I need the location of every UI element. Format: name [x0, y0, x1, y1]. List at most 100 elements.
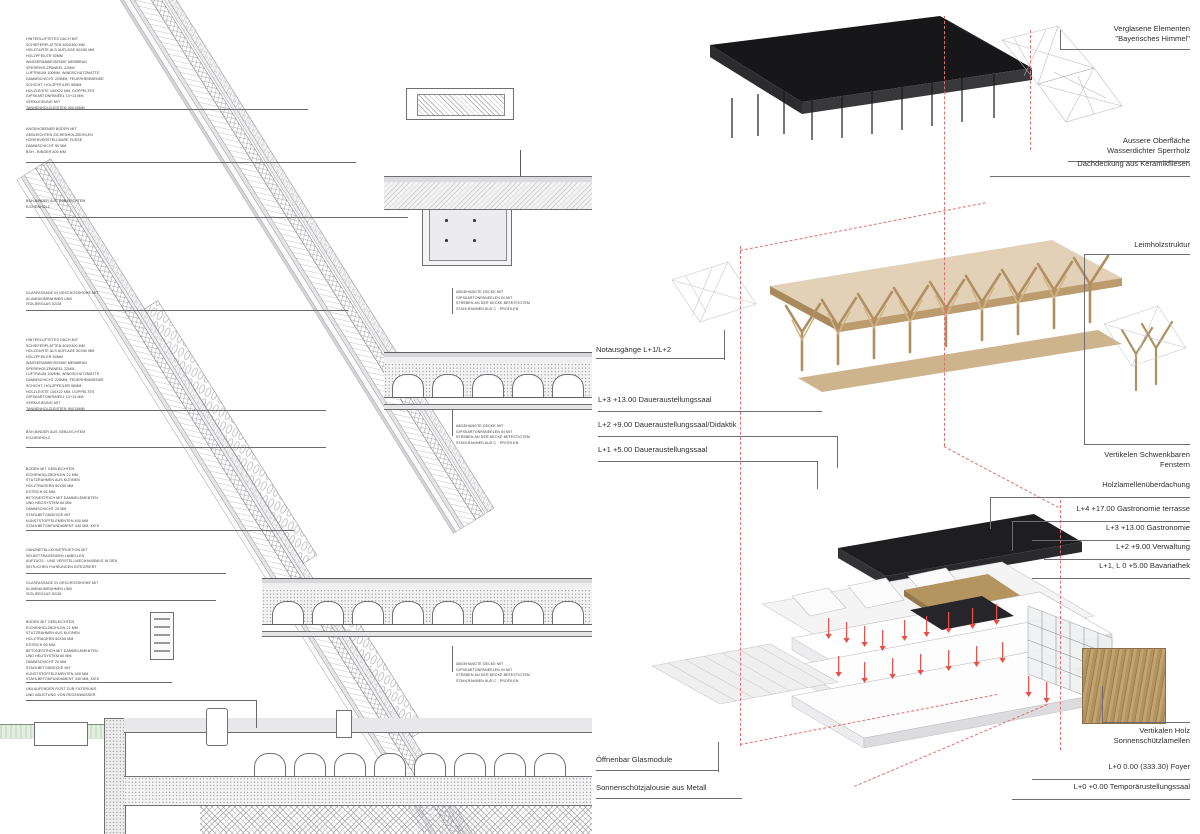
leader-openable-glass-v: [718, 742, 719, 772]
leader-ceiling-mid: [452, 410, 453, 436]
louvre-blade: [154, 634, 170, 636]
note-roof-mid: HINTERLUFTETES DACH MIT SCHIEFERPLATTEN …: [26, 338, 104, 411]
upper-roof-assembly: [0, 0, 592, 534]
leader-emergency-exits-v: [724, 330, 725, 360]
service-tank: [206, 708, 228, 746]
leader-roof-top: [26, 109, 308, 110]
explosion-guide-vertical: [1060, 500, 1061, 750]
leader-drainage: [26, 700, 256, 701]
basement-slab: [124, 776, 592, 806]
level-l0-temporary: L+0 +0.00 Temporärustellungssaal: [1073, 782, 1190, 791]
leader-floor-lower: [26, 682, 172, 683]
slab-void-vault: [472, 374, 504, 397]
explosion-guide-vertical: [740, 246, 741, 746]
leader-l1-exhibition: [598, 461, 817, 462]
floor-slab-middle: [384, 352, 592, 412]
drainage-grate-box: [34, 722, 88, 746]
leader-glazed-elements: [1060, 49, 1190, 50]
leader-l2-admin: [1044, 559, 1190, 560]
building-body-group: [642, 470, 1200, 800]
suspended-ceiling-line: [262, 631, 592, 637]
basement-void: [124, 718, 592, 733]
leader-ceramic-roof: [990, 176, 1190, 177]
slab-void-vault: [294, 753, 326, 776]
leader-l0-foyer: [1032, 779, 1190, 780]
level-l3-exhibition: L+3 +13.00 Daueraustellungssaal: [598, 395, 712, 404]
level-l2-admin: L+2 +9.00 Verwaltung: [1116, 542, 1190, 551]
leader-glulam-structure-v: [1084, 254, 1085, 444]
upper-connection-detail: [406, 88, 514, 120]
slab-void-vault: [334, 753, 366, 776]
level-l2-didactic: L+2 +9.00 Daueraustellungssaal/Didaktik: [598, 420, 737, 429]
level-l3-gastronomy: L+3 +13.00 Gastronomie: [1105, 523, 1190, 532]
building-body-svg: [651, 514, 1113, 749]
callout-louvre-roof: Holzlamellenüberdachung: [1102, 480, 1190, 489]
callout-metal-blind: Sonnenschützjalousie aus Metall: [596, 783, 707, 792]
slab-void-vault: [494, 753, 526, 776]
note-metal-louvre: GANZMETALLKONSTRUKTION MIT SELBSTTRAGEND…: [26, 548, 118, 570]
glulam-truss-group: [652, 220, 1192, 440]
callout-emergency-exits: Notausgänge L+1/L+2: [596, 345, 672, 354]
leader-outer-surface: [1068, 161, 1190, 162]
note-floor-buildup-upper: BODEN MIT GEBLEICHTEN EICHENHOLZBOHLEN 2…: [26, 467, 100, 529]
slab-void-vault: [432, 601, 464, 624]
slab-void-vault: [512, 601, 544, 624]
callout-glazed-elements: Verglasene Elementen "Bayerisches Himmel…: [1113, 24, 1190, 44]
explosion-guide-vertical: [944, 16, 945, 446]
bracket-plate: [429, 203, 507, 261]
leader-openable-glass: [596, 770, 718, 771]
note-raised-floor: ANGEHOBENER BODEN MIT GEBLEICHTEN EICHEN…: [26, 127, 93, 154]
slab-void-vault: [272, 601, 304, 624]
louvre-blade: [154, 626, 170, 628]
slab-void-vault: [512, 374, 544, 397]
leader-l1-bavariathek: [1032, 578, 1190, 579]
callout-ceramic-roof: Dachdeckung aus Keramikfliesen: [1077, 159, 1190, 168]
leader-glulam-upper: [26, 217, 408, 218]
bolt-pin: [445, 219, 448, 222]
foundation-wall: [104, 718, 126, 834]
leader-metal-blind: [596, 798, 742, 799]
explosion-guide-vertical: [1030, 30, 1031, 150]
floor-slab-upper: [384, 176, 592, 210]
level-l1-exhibition: L+1 +5.00 Daueraustellungssaal: [598, 445, 708, 454]
leader-glass-upper: [26, 310, 348, 311]
roof-volume-group: [702, 10, 1172, 210]
bolt-pin: [445, 239, 448, 242]
leader-glulam-structure: [1084, 254, 1190, 255]
leader-louvre-roof: [990, 497, 1190, 498]
leader-drainage-vertical: [256, 700, 257, 728]
level-l4-terrace: L+4 +17.00 Gastronomie terrasse: [1076, 504, 1190, 513]
leader-l3-exhibition: [598, 411, 822, 412]
leader-pivot-windows: [1084, 444, 1190, 445]
roof-volume-svg: [710, 16, 1123, 140]
note-suspended-ceiling-mid: ABGEHANGTE DECKE MIT GIPSKARTONPANEELEN …: [456, 424, 531, 446]
note-suspended-ceiling-lower: ABGEHANGTE DECKE MIT GIPSKARTONPANEELEN …: [456, 662, 531, 684]
rain-pipe: [336, 710, 352, 738]
bolt-pin: [473, 239, 476, 242]
leader-glass-lower: [26, 600, 216, 601]
slab-void-vault: [312, 601, 344, 624]
note-roof-top: HINTERLUFTETES DACH MIT SCHIEFERPLATTEN …: [26, 37, 104, 110]
detail-section-panel: HINTERLUFTETES DACH MIT SCHIEFERPLATTEN …: [0, 0, 592, 834]
leader-vertical-louvre-v: [1102, 686, 1103, 722]
callout-vertical-louvre: Vertikalen Holz Sonnenschützlamellen: [1113, 726, 1190, 746]
leader-floor-upper: [26, 530, 294, 531]
leader-l2-didactic-v: [837, 436, 838, 468]
callout-openable-glass: Öffnenbar Glasmodule: [596, 755, 673, 764]
leader-l4-terrace: [1012, 521, 1190, 522]
gravel-layer: [200, 804, 592, 834]
louvre-blade: [154, 618, 170, 620]
slab-void-vault: [552, 374, 584, 397]
leader-l2-didactic: [598, 436, 837, 437]
basement-vault-row: [250, 732, 592, 776]
slab-void-vault: [392, 601, 424, 624]
slab-void-vault: [552, 601, 584, 624]
bolt-pin: [473, 219, 476, 222]
leader-l1-exhibition-v: [817, 461, 818, 489]
note-glass-facade-upper: GLASFASSADE IN GESCHOSSHOHE MIT ALUMINIU…: [26, 291, 99, 307]
leader-ceiling-lower: [452, 646, 453, 672]
slab-void-vault: [254, 753, 286, 776]
note-glulam-beam-upper: BSH-BINDER AUS GEBLEICHTEM EICHENHOLZ: [26, 199, 86, 209]
upper-roof-svg: [0, 0, 495, 534]
